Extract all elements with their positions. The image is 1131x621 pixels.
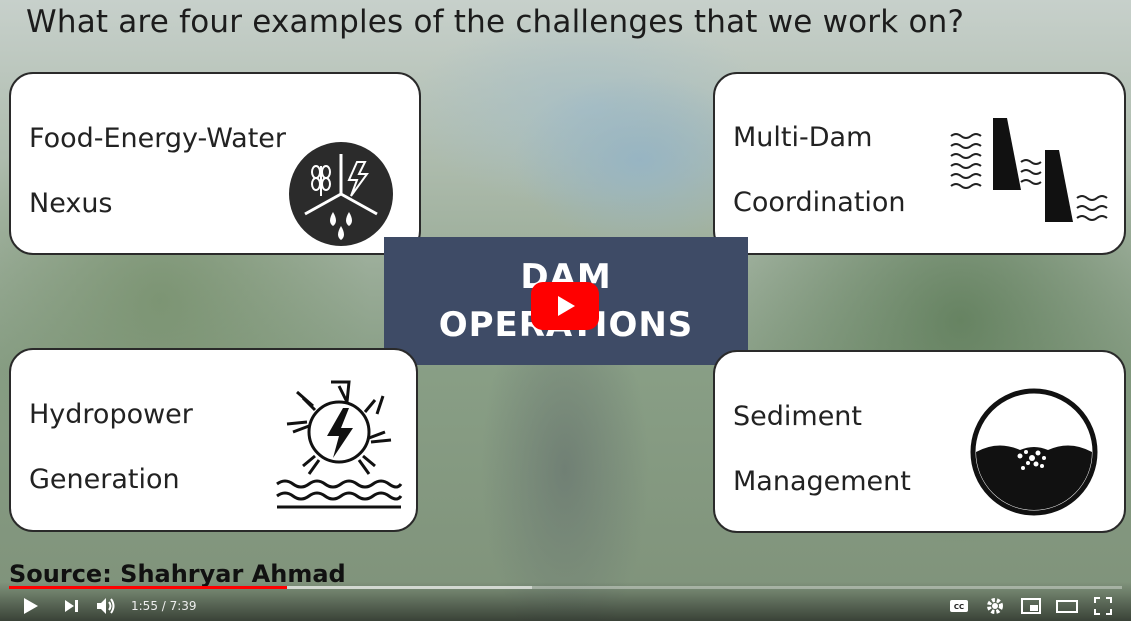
fullscreen-icon[interactable] xyxy=(1091,594,1115,618)
card-label-line2: Nexus xyxy=(29,188,113,219)
card-food-energy-water: Food-Energy-Water Nexus xyxy=(9,72,421,255)
card-label-line2: Generation xyxy=(29,464,180,495)
card-multi-dam: Multi-Dam Coordination xyxy=(713,72,1126,255)
svg-text:CC: CC xyxy=(954,603,964,611)
volume-icon[interactable] xyxy=(94,594,118,618)
food-energy-water-icon xyxy=(289,142,393,246)
settings-icon[interactable] xyxy=(983,594,1007,618)
miniplayer-icon[interactable] xyxy=(1019,594,1043,618)
time-display: 1:55 / 7:39 xyxy=(131,599,197,613)
card-label-line1: Sediment xyxy=(733,401,863,432)
card-label-line2: Management xyxy=(733,466,911,497)
sediment-icon xyxy=(970,388,1098,516)
hydropower-turbine-icon xyxy=(276,380,403,509)
large-play-button[interactable] xyxy=(531,282,599,330)
card-label-line1: Food-Energy-Water xyxy=(29,123,287,154)
slide-title: What are four examples of the challenges… xyxy=(26,4,965,40)
card-hydropower: Hydropower Generation xyxy=(9,348,418,532)
multi-dam-icon xyxy=(950,118,1108,222)
card-sediment: Sediment Management xyxy=(713,350,1126,533)
theater-icon[interactable] xyxy=(1055,594,1079,618)
progress-played xyxy=(9,586,288,589)
card-label-line2: Coordination xyxy=(733,187,906,218)
play-icon xyxy=(558,296,575,316)
card-label-line1: Multi-Dam xyxy=(733,122,873,153)
next-icon[interactable] xyxy=(60,594,84,618)
captions-icon[interactable]: CC xyxy=(947,594,971,618)
card-label-line1: Hydropower xyxy=(29,399,193,430)
progress-bar[interactable] xyxy=(9,586,1122,589)
play-icon[interactable] xyxy=(18,594,42,618)
